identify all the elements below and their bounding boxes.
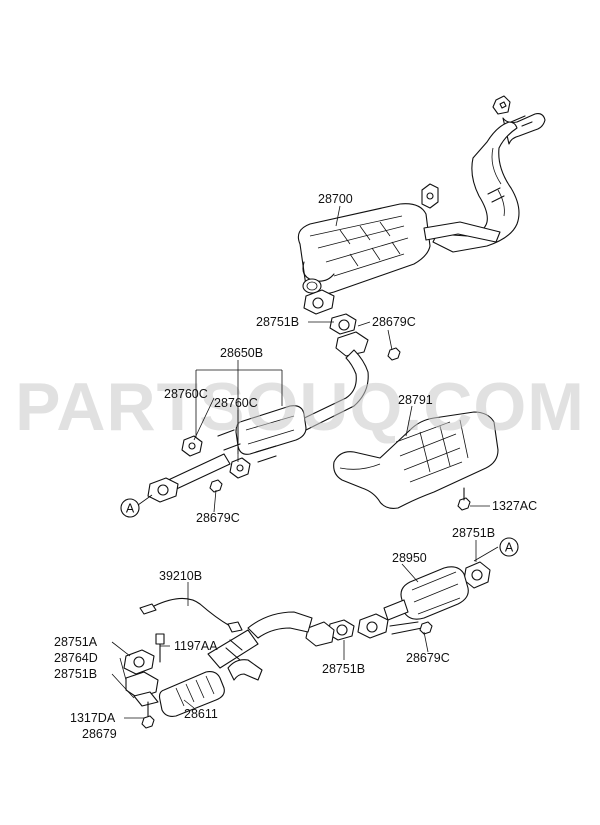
- label-28751B-left: 28751B: [54, 667, 97, 681]
- label-28751B-center: 28751B: [322, 662, 365, 676]
- flange-28751A-28764D: [123, 649, 159, 707]
- nut-28679C-mid: [209, 479, 223, 493]
- label-28764D: 28764D: [54, 651, 98, 665]
- center-pipe-28650B: [147, 289, 369, 503]
- callout-a-lower-text: A: [505, 541, 514, 555]
- label-28611: 28611: [184, 707, 218, 721]
- label-28700: 28700: [318, 192, 353, 206]
- bolt-1327AC: [457, 487, 471, 511]
- nut-28679C-upper: [387, 347, 401, 361]
- leader-lines: [111, 205, 499, 719]
- label-1327AC: 1327AC: [492, 499, 537, 513]
- label-28751B-right: 28751B: [452, 526, 495, 540]
- label-28679C-low: 28679C: [406, 651, 450, 665]
- label-39210B: 39210B: [159, 569, 202, 583]
- watermark: PARTSOUQ.COM: [15, 369, 585, 445]
- label-28751B-top: 28751B: [256, 315, 299, 329]
- label-28791: 28791: [398, 393, 433, 407]
- front-pipe-28611: [158, 611, 335, 717]
- bolt-1197AA: [155, 633, 165, 663]
- label-28679C-mid: 28679C: [196, 511, 240, 525]
- oxygen-sensor-39210B: [139, 597, 243, 633]
- muffler-28700: [297, 203, 501, 295]
- label-1317DA: 1317DA: [70, 711, 116, 725]
- tail-pipe: [432, 95, 546, 253]
- label-1197AA: 1197AA: [174, 639, 218, 653]
- catalytic-converter-28950: [357, 561, 491, 639]
- reference-callout-a-upper: A: [120, 498, 140, 518]
- nut-28679: [141, 701, 155, 729]
- label-28760C-b: 28760C: [214, 396, 258, 410]
- label-28679: 28679: [82, 727, 117, 741]
- nut-28679C-lower: [419, 621, 433, 635]
- rubber-hanger-28760C: [181, 435, 251, 479]
- label-28650B: 28650B: [220, 346, 263, 360]
- label-28751A: 28751A: [54, 635, 98, 649]
- part-labels: 28700 28751B 28679C 28650B 28760C 28760C…: [54, 192, 537, 741]
- label-28679C-top: 28679C: [372, 315, 416, 329]
- callout-a-upper-text: A: [126, 502, 135, 516]
- label-28760C-a: 28760C: [164, 387, 208, 401]
- muffler-hanger: [421, 183, 439, 209]
- heat-protector-28791: [333, 411, 499, 509]
- reference-callout-a-lower: A: [499, 537, 519, 557]
- label-28950: 28950: [392, 551, 427, 565]
